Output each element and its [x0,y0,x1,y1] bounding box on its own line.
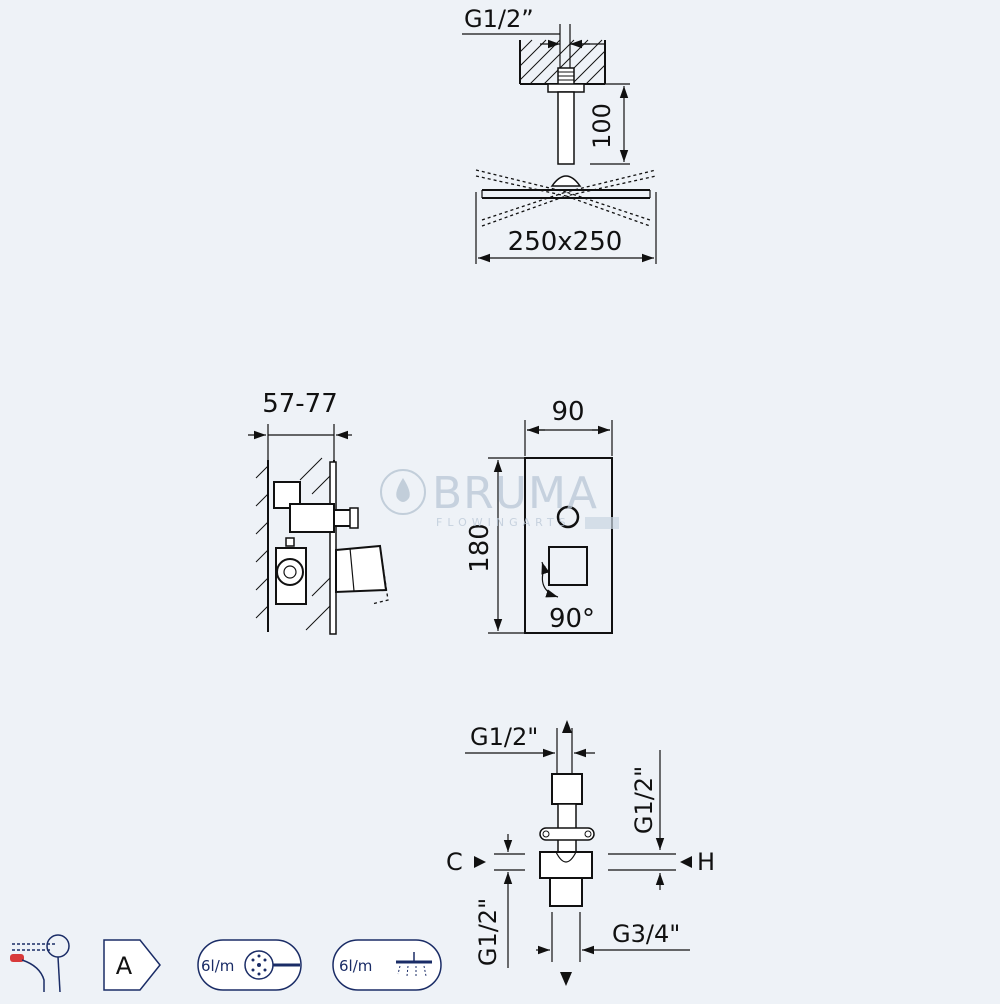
depth-label: 57-77 [262,389,338,419]
watermark-tagline: FLOWINGARTS [436,516,571,529]
head-size-label: 250x250 [508,227,623,257]
width-label: 90 [551,397,584,427]
ball-joint [550,175,582,187]
hot-inlet-arrow [680,856,692,868]
arm-length-label: 100 [588,103,616,149]
height-label: 180 [465,523,495,573]
valve-body-drawing: G1/2" G1/2" H C G1/2" G3/4" [446,720,715,986]
rotation-label: 90° [549,604,595,634]
cold-inlet-arrow [474,856,486,868]
left-bottom-thread-label: G1/2" [474,898,502,966]
front-plate [524,457,613,634]
outlet-up-arrow [562,720,572,733]
energy-class-label: A [116,952,133,980]
top-thread-label: G1/2" [470,723,538,751]
diverter-button [556,505,580,529]
energy-class-badge: A [103,939,161,991]
mixer-front-drawing: 90 180 90° [465,397,613,634]
shower-head-drawing: G1/2” 100 250x250 [462,5,657,264]
lower-outlet [549,877,583,907]
badges-row: A 6l/m 6l/m [10,934,442,993]
watermark-logo: BRUMA FLOWINGARTS [380,468,619,529]
handle-side [335,544,388,594]
bottom-thread-label: G3/4" [612,920,680,948]
mixing-chamber [539,851,593,879]
cover-plate [329,461,337,635]
thread-label: G1/2” [464,5,534,33]
hot-marker: H [697,848,715,876]
drop-icon [380,469,426,515]
mixer-handle [548,546,588,586]
head-shower-flow-badge: 6l/m [332,939,442,991]
mixer-side-drawing: 57-77 [248,389,389,635]
watermark-brand: BRUMA [432,468,598,519]
hand-shower-icon [10,934,70,993]
outlet-down-arrow [560,972,572,986]
upper-outlet [551,773,583,805]
hand-shower-flow-label: 6l/m [201,957,234,975]
cold-marker: C [446,848,463,876]
mounting-bracket [539,827,595,841]
shower-arm [557,91,575,165]
head-shower-flow-label: 6l/m [339,957,372,975]
hand-shower-flow-badge: 6l/m [197,939,302,991]
right-thread-label: G1/2" [630,766,658,834]
ceiling-flange [547,83,585,93]
valve-middle [289,503,335,533]
